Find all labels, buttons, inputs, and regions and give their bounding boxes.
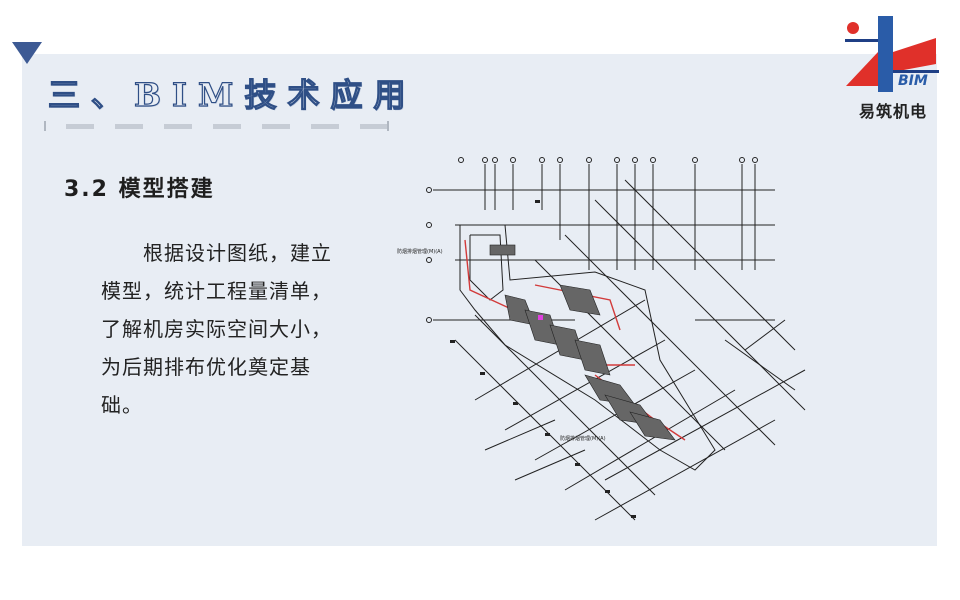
cad-floor-plan-drawing: 防烟排烟管理(M)(A) 防烟排烟管理(M)(A) — [397, 157, 806, 521]
drawing-label-2: 防烟排烟管理(M)(A) — [560, 435, 606, 442]
logo-caption: 易筑机电 — [858, 102, 927, 121]
drawing-label-1: 防烟排烟管理(M)(A) — [397, 248, 443, 255]
company-logo-icon: BIM — [845, 16, 939, 92]
content-panel — [22, 54, 937, 546]
title-underline — [44, 121, 389, 131]
corner-triangle-icon — [12, 42, 42, 64]
body-paragraph: 根据设计图纸，建立模型，统计工程量清单，了解机房实际空间大小，为后期排布优化奠定… — [101, 241, 332, 417]
section-heading: 3.2 模型搭建 — [64, 177, 215, 202]
page-title: 三、BIM技术应用 — [47, 75, 417, 114]
logo-brand-mark: BIM — [898, 73, 928, 89]
